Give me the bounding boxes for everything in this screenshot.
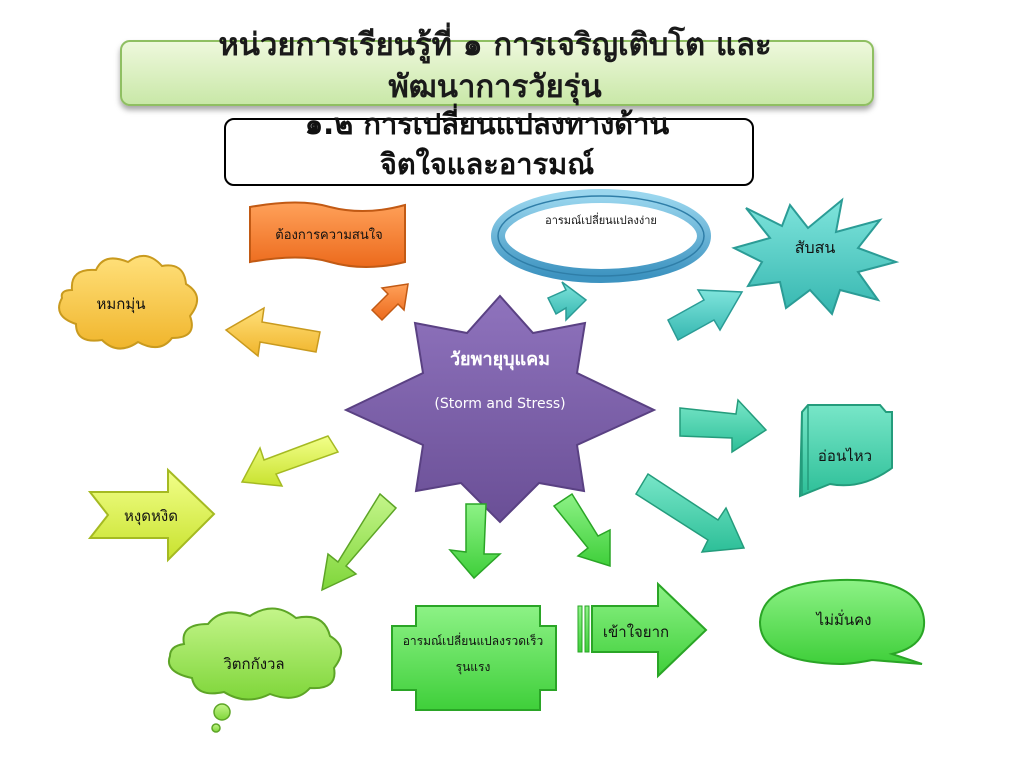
arrow-hard-understand	[552, 492, 611, 568]
arrow-confused	[667, 289, 744, 342]
arrow-gloomy	[224, 306, 321, 358]
node-gloomy-shape	[58, 255, 198, 350]
arrow-mood-easy	[546, 281, 588, 322]
subtitle: ๑.๒ การเปลี่ยนแปลงทางด้าน จิตใจและอารมณ์	[224, 104, 750, 184]
arrow-irritable	[240, 435, 340, 487]
center-label: วัยพายุบุแคม	[449, 349, 551, 370]
node-irritable-label: หงุดหงิด	[124, 507, 178, 525]
node-interest-shape	[249, 201, 406, 268]
arrow-worry	[321, 492, 398, 592]
node-irritable-shape	[87, 467, 216, 563]
node-gloomy-label: หมกมุ่น	[96, 295, 146, 313]
title-banner	[120, 40, 874, 106]
node-mood-easy-label: อารมณ์เปลี่ยนแปลงง่าย	[545, 214, 657, 227]
arrow-mood-fast	[448, 503, 502, 580]
arrow-sensitive	[679, 398, 768, 454]
title-line-1: หน่วยการเรียนรู้ที่ ๑ การเจริญเติบโต และ	[218, 27, 772, 63]
subtitle-line-2: จิตใจและอารมณ์	[379, 147, 595, 181]
node-insecure-label: ไม่มั่นคง	[816, 611, 872, 629]
node-mood-fast-label: อารมณ์เปลี่ยนแปลงรวดเร็วรุนแรง	[402, 634, 544, 674]
subtitle-box	[224, 118, 754, 186]
page-title: หน่วยการเรียนรู้ที่ ๑ การเจริญเติบโต และ…	[110, 24, 880, 108]
node-confused-shape	[731, 197, 900, 316]
node-worry-label: วิตกกังวล	[223, 655, 285, 673]
node-worry-shape	[168, 607, 342, 701]
node-insecure-shape	[758, 578, 926, 666]
node-sensitive-shape	[798, 404, 893, 498]
node-sensitive-label: อ่อนไหว	[817, 447, 873, 465]
arrow-insecure	[634, 472, 746, 553]
center-sublabel: (Storm and Stress)	[434, 396, 566, 412]
node-hard-understand-shape	[591, 581, 708, 679]
center-star	[343, 294, 657, 524]
node-confused-label: สับสน	[794, 238, 836, 257]
node-mood-fast-shape	[391, 605, 557, 711]
node-hard-understand-label: เข้าใจยาก	[602, 623, 670, 641]
node-interest-label: ต้องการความสนใจ	[275, 228, 383, 243]
subtitle-line-1: ๑.๒ การเปลี่ยนแปลงทางด้าน	[304, 107, 670, 141]
title-line-2: พัฒนาการวัยรุ่น	[388, 69, 602, 105]
arrow-interest	[370, 283, 409, 322]
